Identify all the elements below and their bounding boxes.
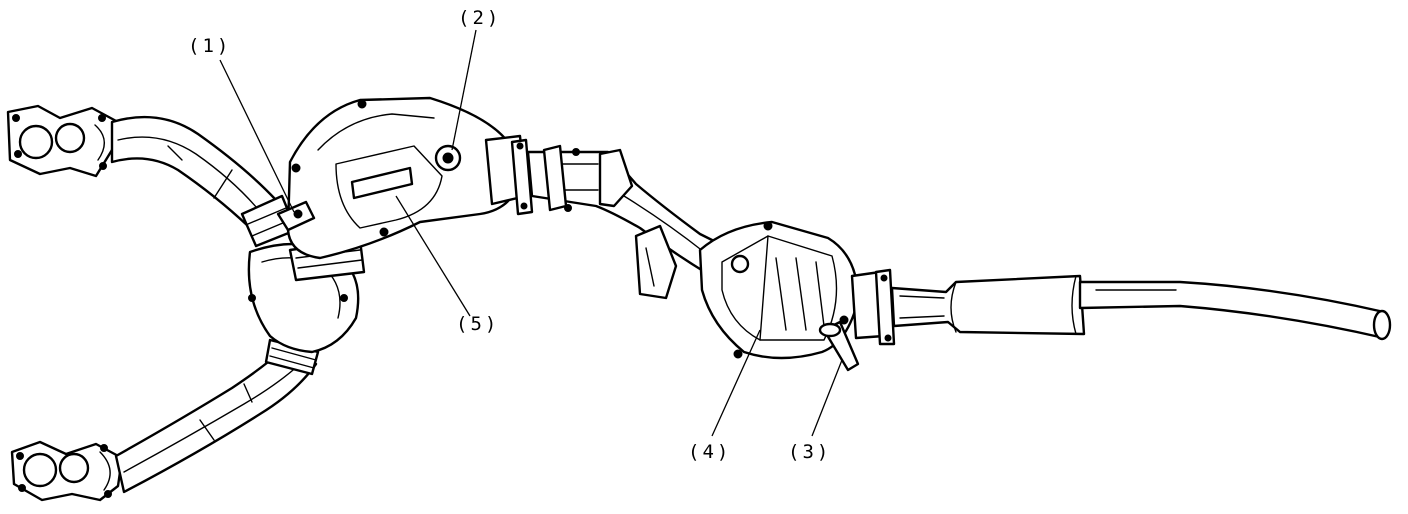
callout-4: (4) — [688, 441, 731, 463]
muffler — [890, 274, 1086, 336]
lower-manifold-flange — [10, 440, 124, 502]
y-pipe-junction — [247, 238, 366, 354]
callout-2: (2) — [458, 7, 501, 29]
lower-manifold-pipe — [114, 338, 320, 494]
manifold-oxygen-sensor — [276, 200, 316, 232]
front-oxygen-sensor — [434, 144, 462, 172]
front-cat-outlet-flange — [484, 134, 534, 216]
leader-lines — [219, 29, 843, 437]
callout-5: (5) — [456, 313, 499, 335]
upper-manifold-pipe — [110, 115, 298, 248]
tail-pipe — [1078, 280, 1392, 341]
center-pipe — [526, 144, 722, 276]
callout-1: (1) — [188, 35, 231, 57]
rear-catalytic-converter — [698, 220, 860, 360]
upper-manifold-flange — [6, 104, 120, 178]
callout-3: (3) — [788, 441, 831, 463]
mounting-bracket — [634, 224, 678, 300]
rear-cat-outlet-flange — [850, 268, 896, 346]
rear-oxygen-sensor — [818, 320, 860, 372]
front-catalytic-converter — [286, 96, 518, 260]
